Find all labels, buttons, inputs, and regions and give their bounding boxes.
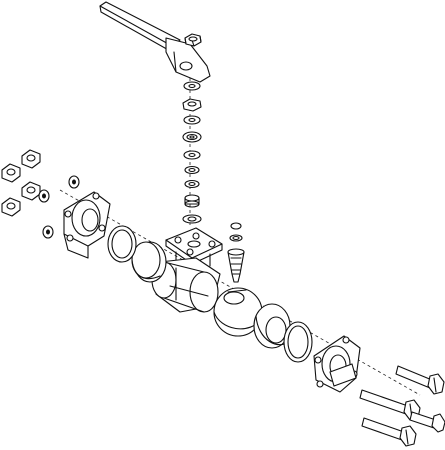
stem-washer (183, 115, 201, 125)
stem-spacer (184, 194, 200, 208)
nut (1, 197, 21, 217)
handle-nut (184, 33, 202, 47)
left-end-cap (63, 191, 111, 259)
left-washers (38, 175, 80, 239)
stem-belleville-washer (182, 131, 202, 143)
valve-body (151, 227, 223, 313)
stem-stack (182, 81, 202, 224)
right-end-cap (313, 335, 361, 393)
stem-packing-ring (184, 165, 200, 175)
washer (38, 189, 50, 203)
seat-ring-left (131, 241, 167, 283)
washer (68, 175, 80, 189)
stem-washer (183, 150, 201, 160)
bolt (361, 417, 417, 447)
nut (1, 163, 21, 183)
gasket-left (107, 225, 137, 263)
gasket-right (283, 321, 313, 363)
right-bolts (359, 365, 445, 447)
handle-lever (99, 1, 211, 83)
valve-stem (227, 222, 245, 283)
bolt (409, 411, 445, 433)
stem-washer (183, 81, 201, 91)
stem-packing-ring (184, 179, 200, 189)
bolt (395, 365, 445, 395)
washer (42, 225, 54, 239)
stem-thrust-washer (182, 214, 202, 224)
nut (21, 181, 41, 201)
stem-nut (182, 98, 202, 112)
nut (21, 149, 41, 169)
left-nuts (1, 149, 41, 217)
valve-ball (213, 287, 263, 337)
